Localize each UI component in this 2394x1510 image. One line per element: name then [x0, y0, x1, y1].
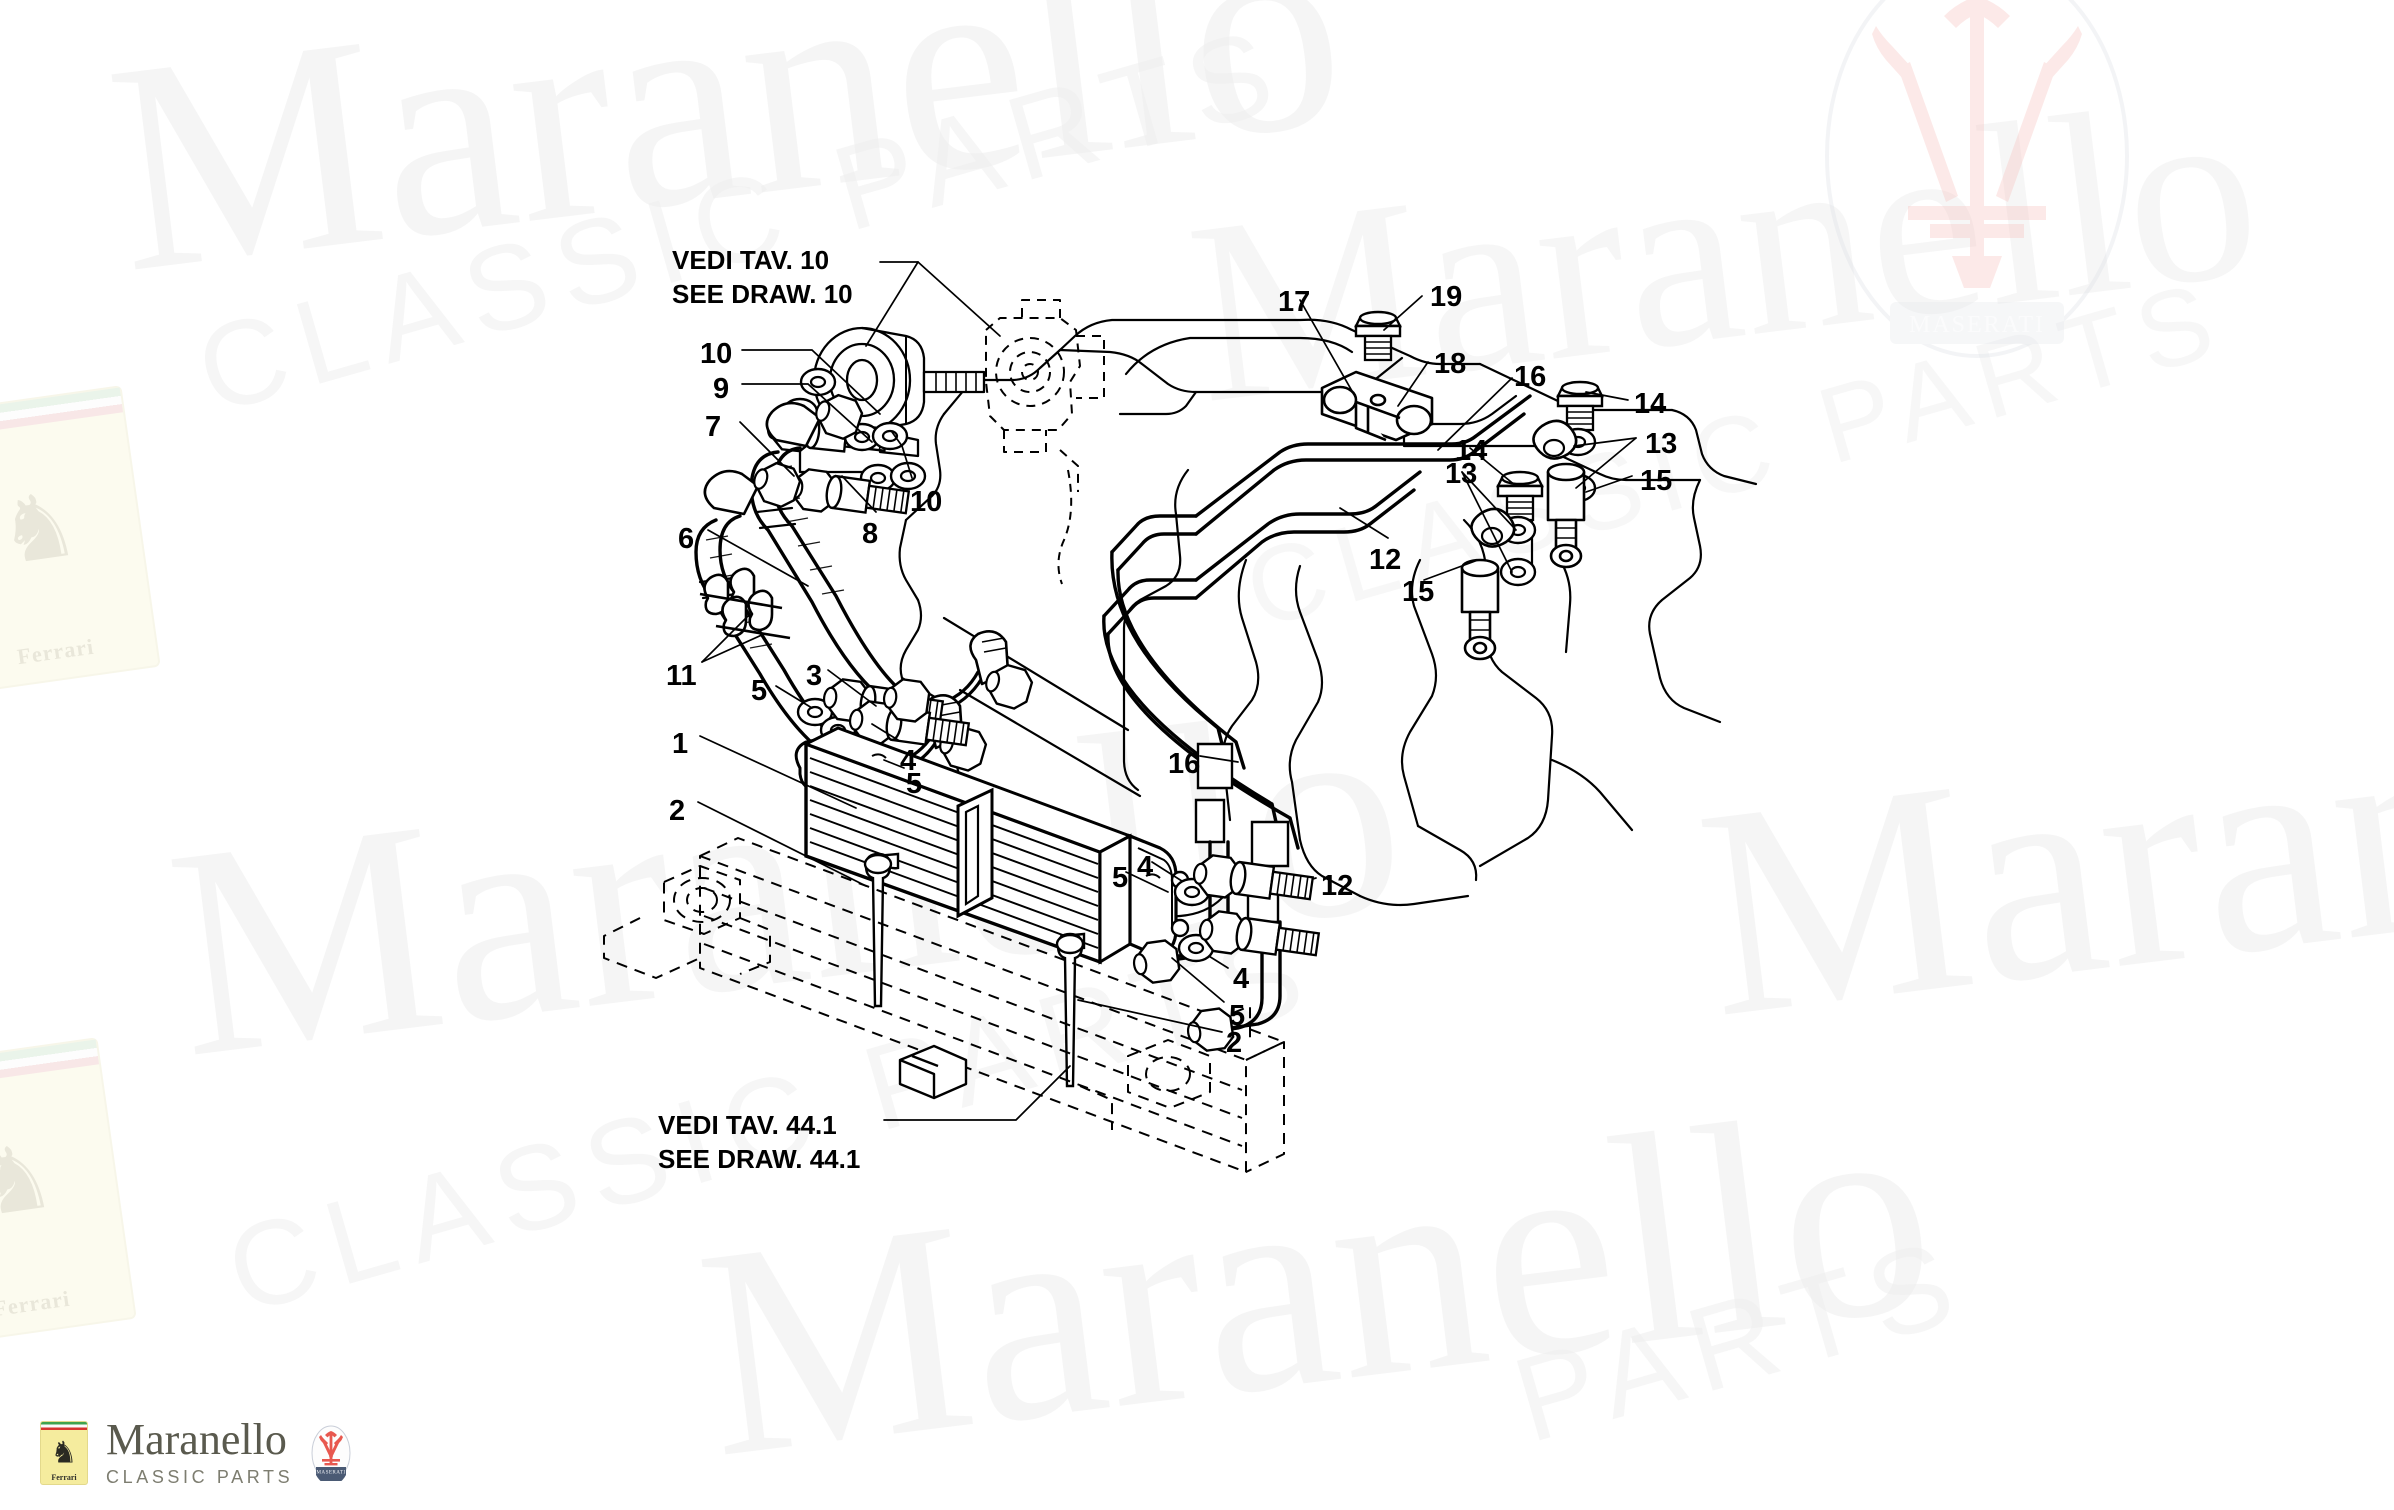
callout-number: 17 — [1278, 286, 1311, 318]
underbody-bracket — [898, 1044, 968, 1100]
underbody-panel-ghost — [603, 837, 1285, 1173]
callout-number: 13 — [1645, 428, 1678, 460]
callout-number: 9 — [713, 373, 730, 405]
pipe-union-fitting — [1546, 462, 1586, 569]
callout-number: 4 — [1233, 963, 1250, 995]
callout-number: 2 — [1226, 1027, 1243, 1059]
callout-number: 10 — [910, 486, 943, 518]
callout-number: 6 — [678, 523, 695, 555]
reference-note-tav-10: VEDI TAV. 10 SEE DRAW. 10 — [672, 243, 853, 312]
callout-number: 16 — [1514, 361, 1547, 393]
brand-subtitle: CLASSIC PARTS — [106, 1467, 294, 1487]
prancing-horse-icon: ♞ — [50, 1436, 78, 1470]
maserati-wordmark: MASERATI — [317, 1469, 346, 1475]
ghost-wire-dashed — [1057, 469, 1073, 585]
reference-note-tav-44-1: VEDI TAV. 44.1 SEE DRAW. 44.1 — [658, 1108, 860, 1177]
logo-wordmark: Maranello CLASSIC PARTS — [106, 1418, 293, 1488]
pipe-clamp-bracket — [1320, 370, 1434, 442]
callout-number: 10 — [700, 338, 733, 370]
callout-number: 13 — [1445, 458, 1478, 490]
maranello-classic-parts-logo[interactable]: ♞ Ferrari Maranello CLASSIC PARTS — [40, 1418, 351, 1488]
ferrari-badge-icon: ♞ Ferrari — [40, 1421, 88, 1485]
reference-note-italian: VEDI TAV. 10 — [672, 245, 830, 275]
callout-number: 5 — [1229, 1000, 1246, 1032]
italian-flag-band — [41, 1422, 87, 1430]
callout-number: 11 — [666, 660, 697, 692]
callout-number: 1 — [672, 728, 689, 760]
callout-number: 15 — [1640, 465, 1673, 497]
ferrari-wordmark: Ferrari — [51, 1473, 77, 1482]
oil-cooler-radiator — [794, 726, 1190, 965]
cooler-mounting-studs — [863, 852, 1085, 1088]
pipe-union-fitting — [1460, 558, 1500, 661]
cooler-fins — [809, 757, 1099, 949]
pipe-sleeves — [1194, 742, 1290, 924]
callout-number: 15 — [1402, 576, 1435, 608]
callout-number: 5 — [1112, 862, 1129, 894]
right-banjo-cluster-mid — [1470, 470, 1544, 587]
right-banjo-cluster-upper — [1532, 380, 1604, 503]
callout-number: 14 — [1634, 388, 1667, 420]
hose-clips — [699, 567, 791, 640]
callout-number: 4 — [900, 745, 917, 777]
reference-note-english: SEE DRAW. 10 — [672, 279, 853, 310]
hose-elbow-fittings — [703, 388, 867, 516]
maserati-badge-icon: MASERATI — [311, 1425, 351, 1486]
reference-note-english: SEE DRAW. 44.1 — [658, 1144, 861, 1175]
callout-number: 3 — [806, 660, 823, 692]
rigid-oil-pipes — [1102, 394, 1532, 850]
callout-number: 12 — [1321, 870, 1354, 902]
reference-note-italian: VEDI TAV. 44.1 — [658, 1110, 837, 1140]
callout-number: 14 — [1455, 435, 1488, 467]
callout-number: 2 — [669, 795, 686, 827]
callout-number: 8 — [862, 518, 879, 550]
callout-number: 5 — [751, 675, 768, 707]
bracket-bolt — [1354, 310, 1402, 362]
brand-name: Maranello — [106, 1415, 287, 1464]
callout-number: 19 — [1430, 281, 1463, 313]
callout-number: 16 — [1168, 748, 1201, 780]
callout-number: 12 — [1369, 544, 1402, 576]
callout-number: 4 — [1137, 851, 1154, 883]
callout-number: 5 — [906, 768, 923, 800]
ghost-housing-dashed — [985, 299, 1105, 492]
callout-number: 7 — [705, 411, 722, 443]
callout-number: 18 — [1434, 348, 1467, 380]
